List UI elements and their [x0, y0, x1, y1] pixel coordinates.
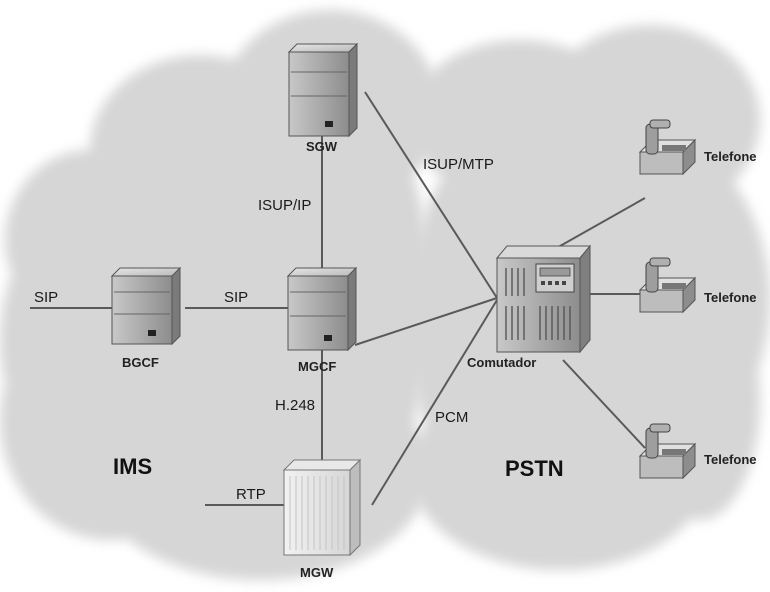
telefone-label-1: Telefone — [704, 149, 757, 164]
line-sgw-comutador — [364, 91, 498, 299]
comutador-switch-icon — [495, 244, 592, 354]
mgcf-label: MGCF — [298, 359, 337, 374]
mgw-icon — [282, 458, 362, 557]
telefone-icon-3 — [638, 423, 697, 480]
sgw-label: SGW — [306, 139, 338, 154]
sip-mid-label: SIP — [224, 289, 249, 306]
connections — [30, 91, 646, 506]
telefone-icon-1 — [638, 119, 697, 176]
sip-left-label: SIP — [34, 289, 59, 306]
sgw-server-icon — [287, 42, 359, 138]
comutador-label: Comutador — [467, 355, 537, 370]
pstn-cloud — [410, 25, 770, 570]
isup-ip-label: ISUP/IP — [258, 197, 312, 214]
bgcf-label: BGCF — [122, 355, 159, 370]
rtp-label: RTP — [236, 486, 266, 503]
telefone-label-2: Telefone — [704, 290, 757, 305]
telefone-label-3: Telefone — [704, 452, 757, 467]
isup-mtp-label: ISUP/MTP — [423, 156, 494, 173]
h248-label: H.248 — [275, 397, 316, 414]
mgcf-server-icon — [286, 266, 358, 352]
ims-domain-label: IMS — [113, 454, 153, 479]
pstn-domain-label: PSTN — [505, 456, 564, 481]
mgw-label: MGW — [300, 565, 334, 580]
bgcf-server-icon — [110, 266, 182, 346]
line-comutador-telefone-3 — [562, 359, 646, 449]
pcm-label: PCM — [435, 409, 469, 426]
telefone-icon-2 — [638, 257, 697, 314]
line-mgw-comutador — [371, 299, 498, 506]
line-mgcf-comutador — [354, 297, 498, 346]
ims-cloud — [0, 10, 440, 580]
line-comutador-telefone-1 — [552, 197, 646, 251]
